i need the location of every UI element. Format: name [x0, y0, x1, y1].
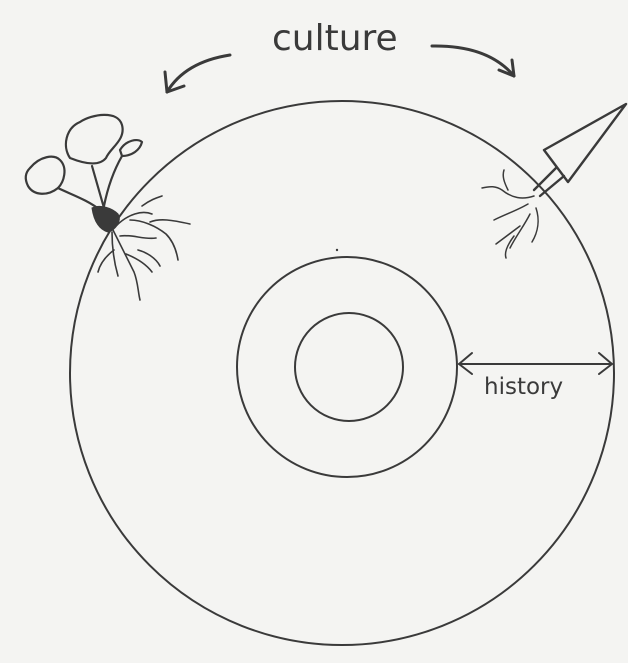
- stray-dot: [336, 249, 338, 251]
- history-label: history: [484, 374, 563, 400]
- culture-label: culture: [272, 18, 398, 59]
